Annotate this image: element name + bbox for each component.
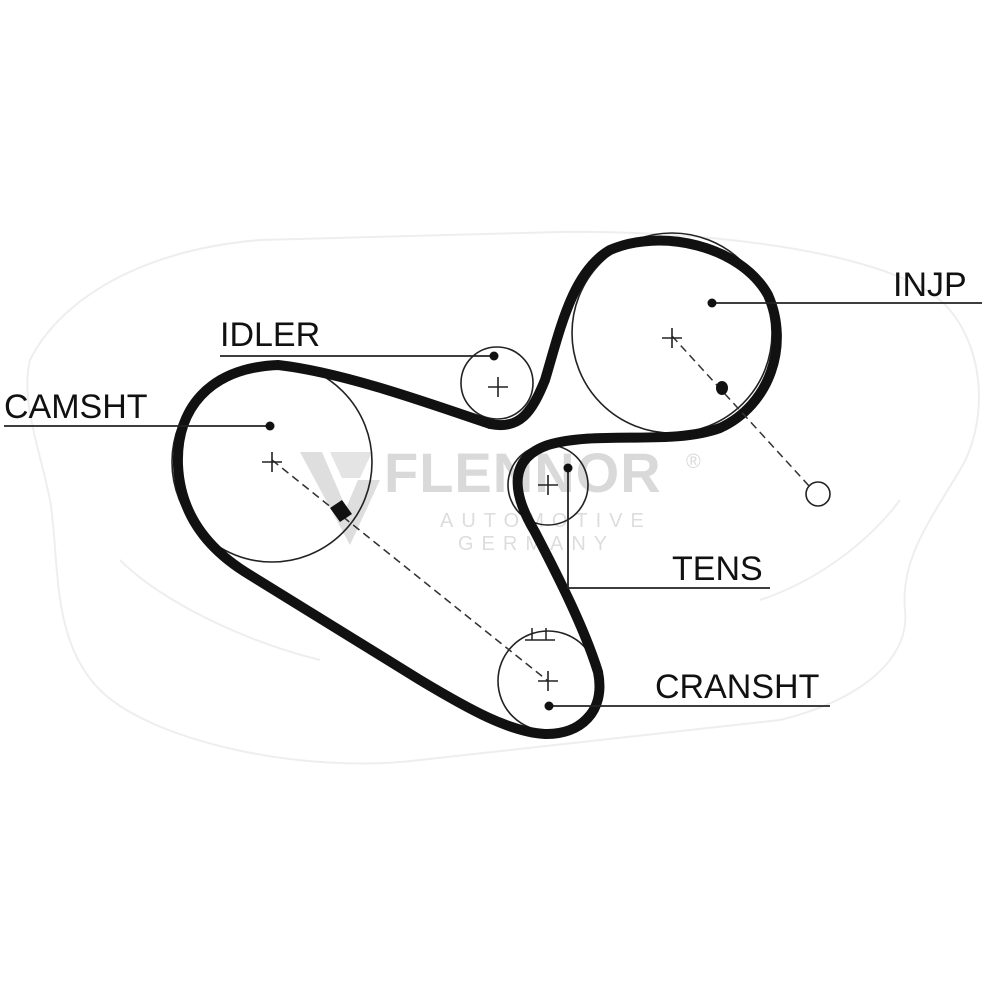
label-idler: IDLER (220, 316, 320, 354)
idler-pulley (460, 346, 534, 420)
cam-crank-alignment-line (271, 459, 549, 682)
watermark: FLENNOR ® AUTOMOTIVE GERMANY (300, 441, 701, 555)
pump-alignment-line (671, 335, 811, 488)
label-tens: TENS (672, 550, 763, 588)
injection-pump-center-cross (662, 328, 682, 348)
watermark-line1: AUTOMOTIVE (440, 510, 652, 532)
engine-outline (26, 230, 980, 765)
camsht-leader-dot (265, 421, 275, 431)
label-cransht: CRANSHT (655, 668, 819, 706)
cransht-leader-dot (544, 701, 554, 711)
crankshaft-center-cross (538, 671, 558, 691)
watermark-line2: GERMANY (458, 533, 615, 555)
camshaft-center-cross (262, 452, 282, 472)
idler-leader-dot (489, 351, 499, 361)
timing-belt (172, 235, 782, 740)
crankshaft-timing-mark (525, 628, 555, 641)
tensioner-center-cross (538, 475, 558, 495)
pump-timing-mark (716, 381, 728, 395)
label-injp: INJP (893, 266, 967, 304)
camshaft-timing-mark (330, 500, 352, 522)
watermark-registered: ® (686, 451, 701, 473)
tens-leader-dot (563, 463, 573, 473)
idler-center-cross (488, 377, 508, 397)
watermark-logo-mark (300, 452, 380, 545)
tens-leader-line (567, 468, 770, 589)
tensioner-pivot (805, 481, 831, 507)
injp-leader-dot (707, 298, 717, 308)
label-camsht: CAMSHT (4, 388, 148, 426)
watermark-logo-mark-2 (330, 452, 372, 478)
